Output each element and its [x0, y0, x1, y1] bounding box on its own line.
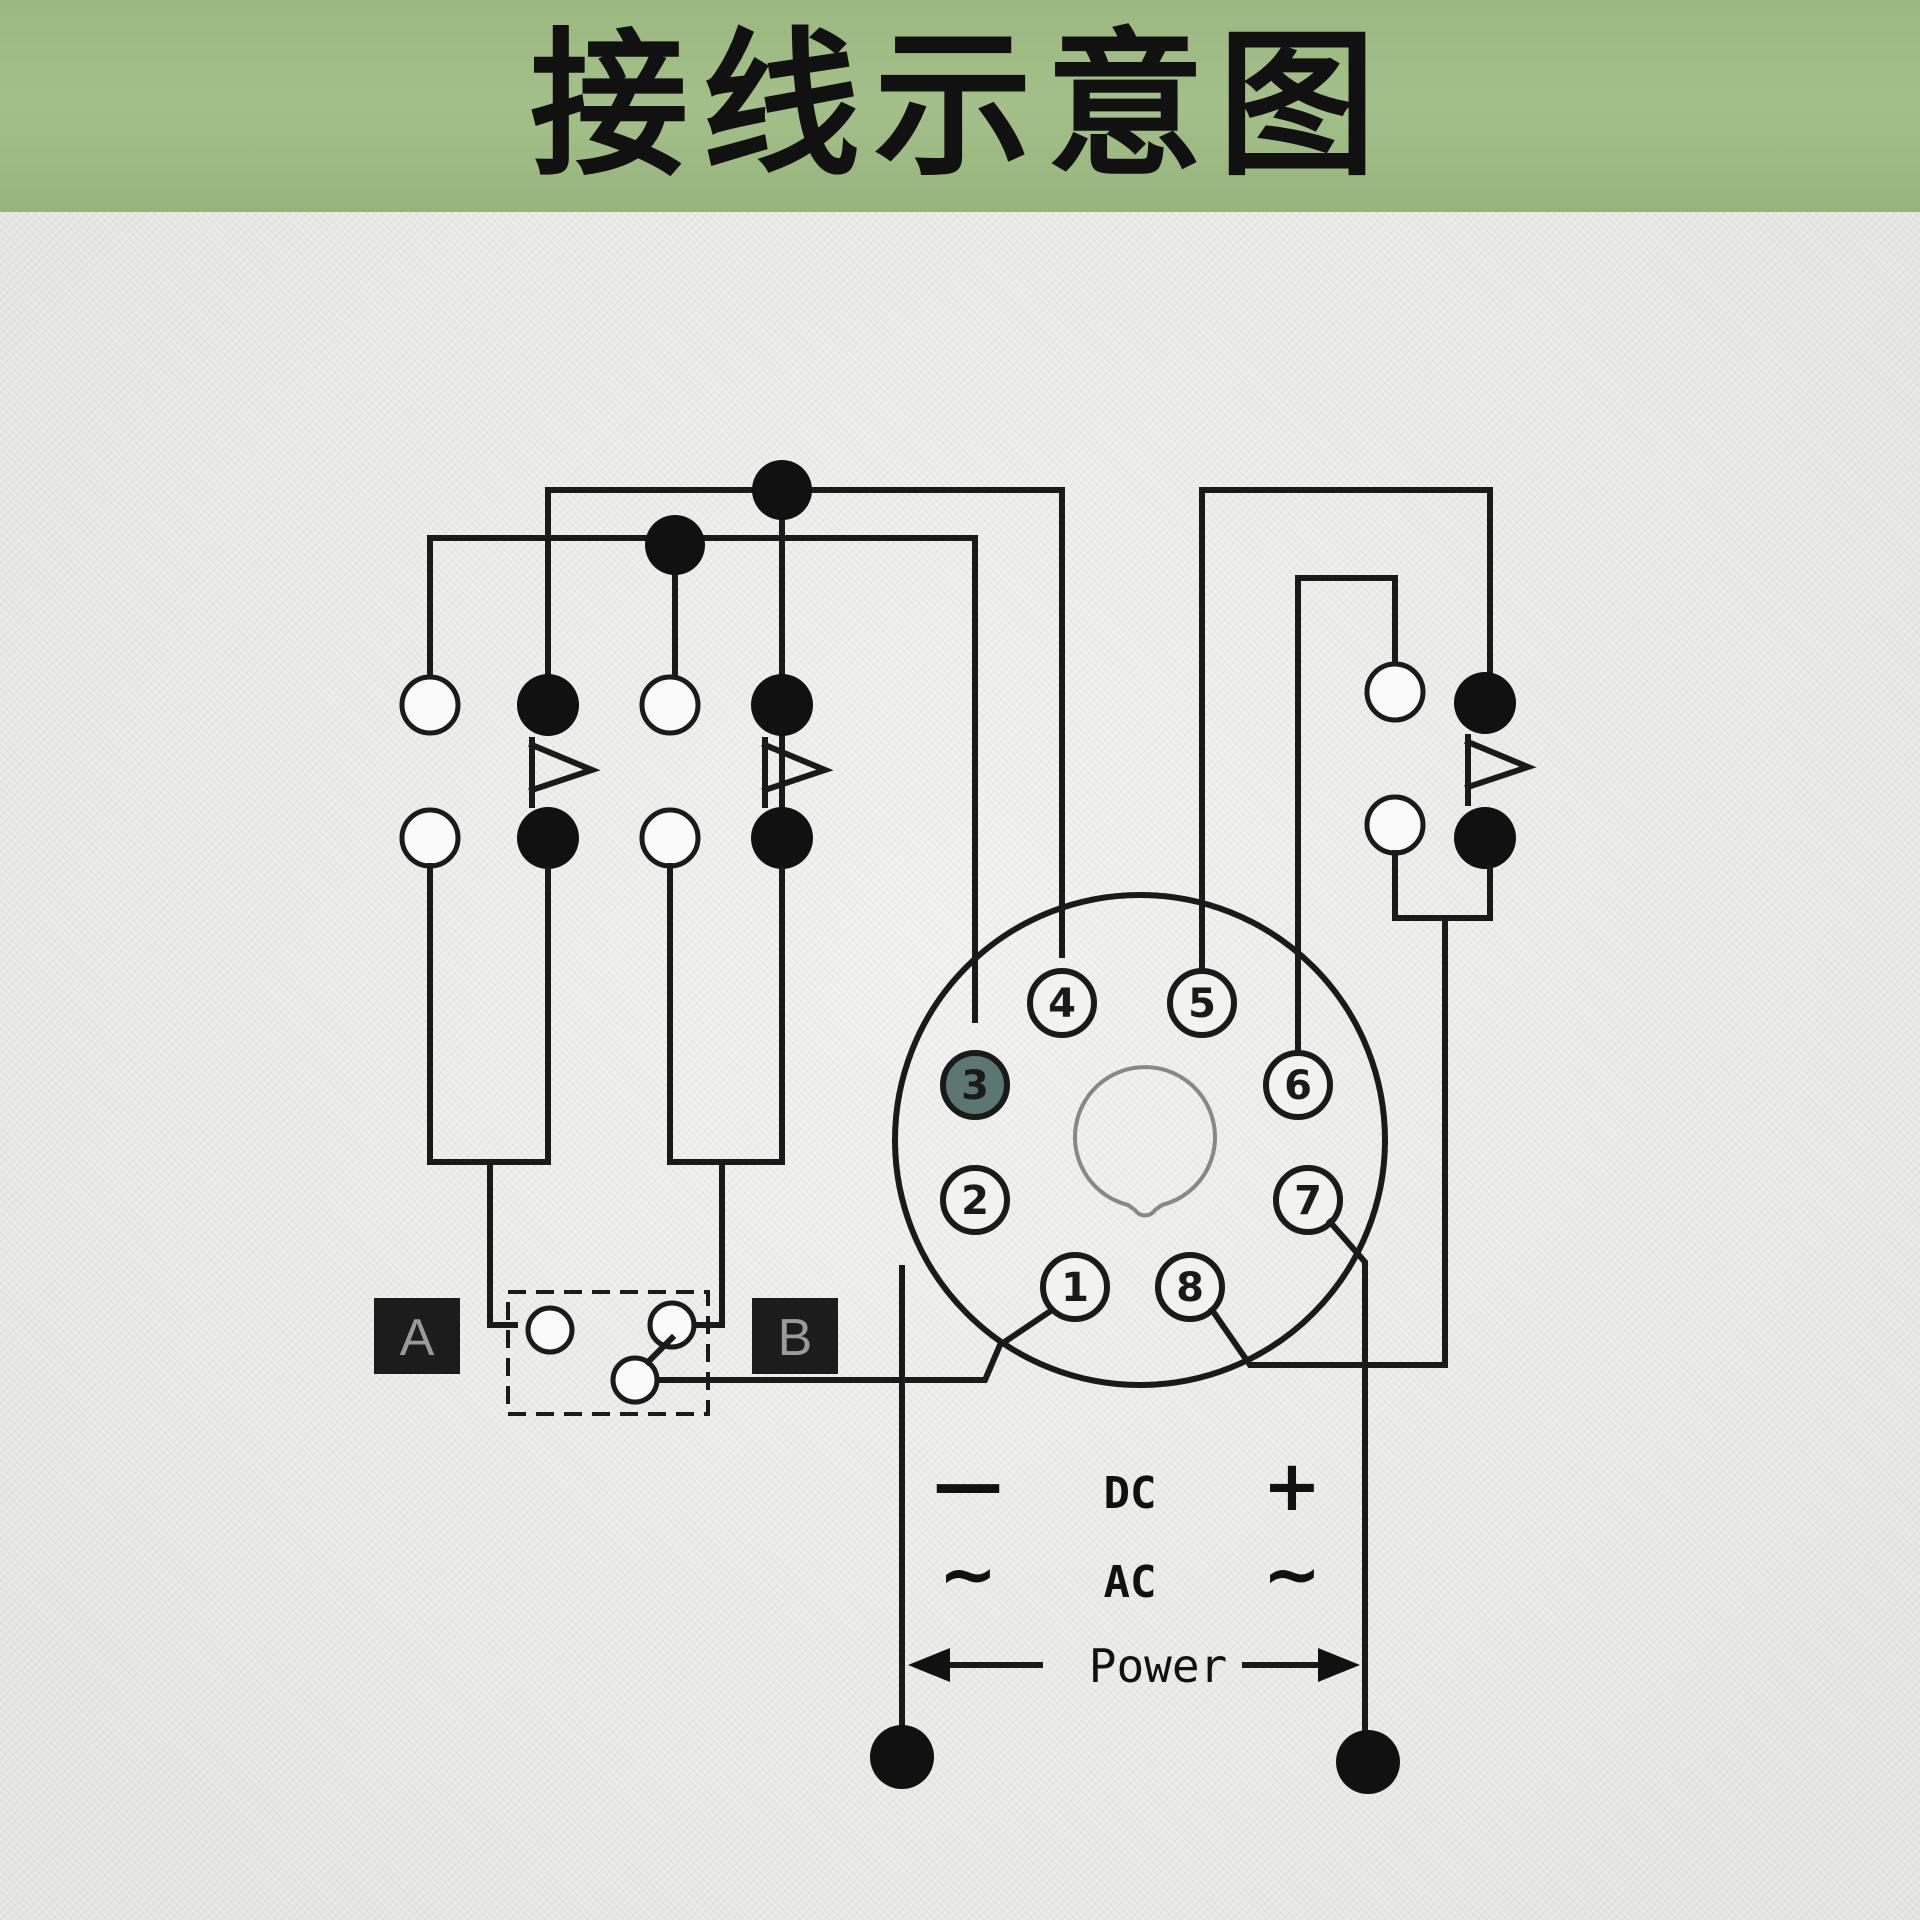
wire-pin1-to-switch — [637, 1305, 1057, 1383]
wire-pin7-to-power — [1325, 1217, 1368, 1763]
dc-plus-symbol: + — [1263, 1445, 1322, 1527]
ac-right-symbol: ~ — [1263, 1533, 1322, 1615]
pin-number: 1 — [1061, 1265, 1089, 1311]
contact-terminal — [639, 807, 701, 869]
contact-terminal-filled — [517, 807, 579, 869]
arrowhead-right — [1318, 1648, 1360, 1682]
contact-terminal-filled — [751, 674, 813, 736]
wire-loop — [427, 863, 551, 1165]
power-terminal-left — [870, 1725, 934, 1789]
dc-label: DC — [1104, 1468, 1157, 1519]
switch-label-a-box — [374, 1298, 460, 1374]
contact-terminal — [1364, 794, 1426, 856]
pin-6: 6 — [1263, 1050, 1333, 1120]
arrowhead-left — [908, 1648, 950, 1682]
pin-number: 6 — [1284, 1063, 1312, 1109]
coil-symbol — [1464, 734, 1537, 806]
pin-1: 1 — [1040, 1252, 1110, 1322]
coil-symbol — [528, 737, 601, 808]
contact-terminal-filled — [517, 674, 579, 736]
switch-terminal — [610, 1355, 660, 1405]
junction-dot — [752, 460, 812, 520]
pin-number: 7 — [1294, 1178, 1322, 1224]
octal-socket: 4 5 3 6 2 7 1 — [892, 892, 1388, 1388]
wire-pin8-to-right — [1207, 915, 1448, 1368]
left-relay-contact-2 — [639, 674, 834, 1165]
page-title: 接线示意图 — [530, 14, 1390, 198]
pin-number: 5 — [1188, 981, 1216, 1027]
switch-terminal — [647, 1300, 697, 1350]
contact-terminal — [399, 674, 461, 736]
contact-terminal-filled — [1454, 807, 1516, 869]
left-relay-contact-1 — [399, 674, 601, 1165]
selector-switch: A B — [374, 1159, 838, 1416]
right-relay-contact — [1364, 661, 1537, 921]
pin-number: 8 — [1176, 1265, 1204, 1311]
socket-outline — [892, 892, 1388, 1388]
power-label: Power — [1089, 1639, 1227, 1693]
wire-switch-left — [487, 1159, 518, 1328]
wire-loop — [667, 863, 785, 1165]
switch-label-b: B — [778, 1309, 813, 1367]
contact-terminal-filled — [751, 807, 813, 869]
switch-terminal — [525, 1305, 575, 1355]
wire-top-inner — [427, 535, 978, 1023]
ac-label: AC — [1104, 1557, 1157, 1608]
pin-number: 4 — [1048, 981, 1076, 1027]
power-terminal-right — [1336, 1730, 1400, 1794]
switch-lever — [643, 1333, 677, 1367]
switch-label-a: A — [400, 1309, 435, 1367]
pin-3: 3 — [940, 1050, 1010, 1120]
socket-key — [1073, 1065, 1217, 1218]
contact-terminal — [639, 674, 701, 736]
wire-right-outer — [1199, 487, 1493, 1013]
wire-switch-right — [692, 1159, 725, 1328]
header-banner: 接线示意图 — [0, 0, 1920, 212]
switch-label-b-box — [752, 1298, 838, 1374]
pin-8: 8 — [1155, 1252, 1225, 1322]
pin-2: 2 — [940, 1165, 1010, 1235]
ac-left-symbol: ~ — [939, 1533, 998, 1615]
pin-4: 4 — [1027, 968, 1097, 1038]
junction-dot — [645, 515, 705, 575]
pin-number: 2 — [961, 1178, 989, 1224]
dc-minus-symbol: — — [933, 1443, 1003, 1525]
pin-number: 3 — [961, 1063, 989, 1109]
pin-5: 5 — [1167, 968, 1237, 1038]
switch-outline — [506, 1290, 710, 1416]
pin-7: 7 — [1273, 1165, 1343, 1235]
contact-terminal — [1364, 661, 1426, 723]
contact-terminal — [399, 807, 461, 869]
coil-symbol — [761, 737, 834, 808]
contact-terminal-filled — [1454, 672, 1516, 734]
wire-right-inner — [1295, 575, 1398, 1078]
